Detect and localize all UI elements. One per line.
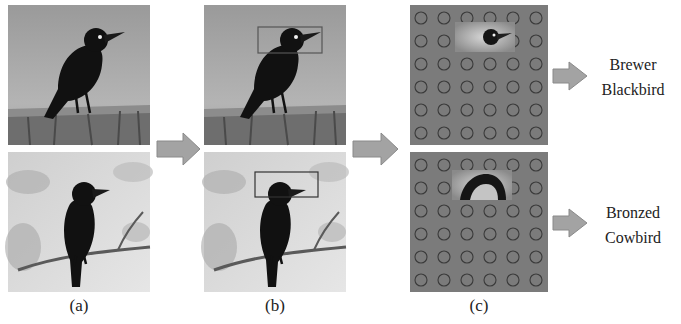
flow-arrow xyxy=(157,62,587,237)
grid-circle xyxy=(530,205,542,217)
panel-label: (b) xyxy=(255,293,295,319)
head-patch xyxy=(455,22,515,52)
grid-circle xyxy=(461,274,473,286)
grid-circle xyxy=(415,58,427,70)
grid-circle xyxy=(438,12,450,24)
grid-circle xyxy=(484,251,496,263)
grid-circle xyxy=(415,104,427,116)
grid-circle xyxy=(530,159,542,171)
grid-circle xyxy=(507,127,519,139)
grid-circle xyxy=(415,251,427,263)
grid-circle xyxy=(438,127,450,139)
grid-circle xyxy=(461,251,473,263)
panel-label: (a) xyxy=(59,293,99,319)
grid-circle xyxy=(438,274,450,286)
grid-circle xyxy=(507,159,519,171)
grid-circle xyxy=(530,251,542,263)
bird-photo xyxy=(204,5,346,145)
grid-circle xyxy=(530,35,542,47)
grid-panel xyxy=(410,152,548,292)
panel-label: (c) xyxy=(459,293,499,319)
grid-circle xyxy=(484,274,496,286)
grid-circle xyxy=(530,274,542,286)
grid-circle xyxy=(484,58,496,70)
grid-circle xyxy=(415,35,427,47)
grid-circles xyxy=(415,12,542,286)
grid-circle xyxy=(507,104,519,116)
grid-circle xyxy=(415,127,427,139)
grid-circle xyxy=(530,81,542,93)
grid-circle xyxy=(461,205,473,217)
grid-circle xyxy=(438,104,450,116)
grid-circle xyxy=(415,12,427,24)
grid-circle xyxy=(507,274,519,286)
grid-circle xyxy=(530,182,542,194)
grid-circle xyxy=(438,35,450,47)
grid-circle xyxy=(530,12,542,24)
grid-circle xyxy=(461,228,473,240)
grid-circle xyxy=(530,127,542,139)
part-box xyxy=(255,172,318,197)
grid-circle xyxy=(484,104,496,116)
grid-circle xyxy=(507,251,519,263)
grid-circle xyxy=(461,104,473,116)
grid-circle xyxy=(507,58,519,70)
grid-circle xyxy=(461,81,473,93)
bird-photo xyxy=(201,152,349,292)
grid-circle xyxy=(415,182,427,194)
grid-circle xyxy=(438,58,450,70)
grid-circle xyxy=(415,274,427,286)
grid-circle xyxy=(507,205,519,217)
grid-circle xyxy=(415,228,427,240)
grid-panel xyxy=(410,5,548,145)
grid-circle xyxy=(530,228,542,240)
grid-circle xyxy=(461,58,473,70)
grid-circle xyxy=(438,205,450,217)
grid-circle xyxy=(461,159,473,171)
grid-circle xyxy=(530,58,542,70)
grid-circle xyxy=(415,159,427,171)
grid-circle xyxy=(438,81,450,93)
grid-circle xyxy=(461,127,473,139)
grid-circle xyxy=(415,205,427,217)
class-label: Bronzed Cowbird xyxy=(589,201,677,251)
grid-circle xyxy=(484,205,496,217)
class-label: Brewer Blackbird xyxy=(589,53,677,103)
grid-circle xyxy=(484,228,496,240)
part-box xyxy=(258,27,322,53)
grid-circle xyxy=(507,228,519,240)
grid-circle xyxy=(438,159,450,171)
grid-circle xyxy=(484,127,496,139)
grid-circle xyxy=(507,81,519,93)
bird-photo xyxy=(8,5,150,145)
grid-circle xyxy=(530,104,542,116)
grid-circle xyxy=(438,182,450,194)
grid-circle xyxy=(484,159,496,171)
grid-circle xyxy=(438,228,450,240)
grid-circle xyxy=(438,251,450,263)
head-patch xyxy=(452,170,512,200)
grid-circle xyxy=(484,81,496,93)
bird-photo xyxy=(5,152,153,292)
grid-circle xyxy=(415,81,427,93)
